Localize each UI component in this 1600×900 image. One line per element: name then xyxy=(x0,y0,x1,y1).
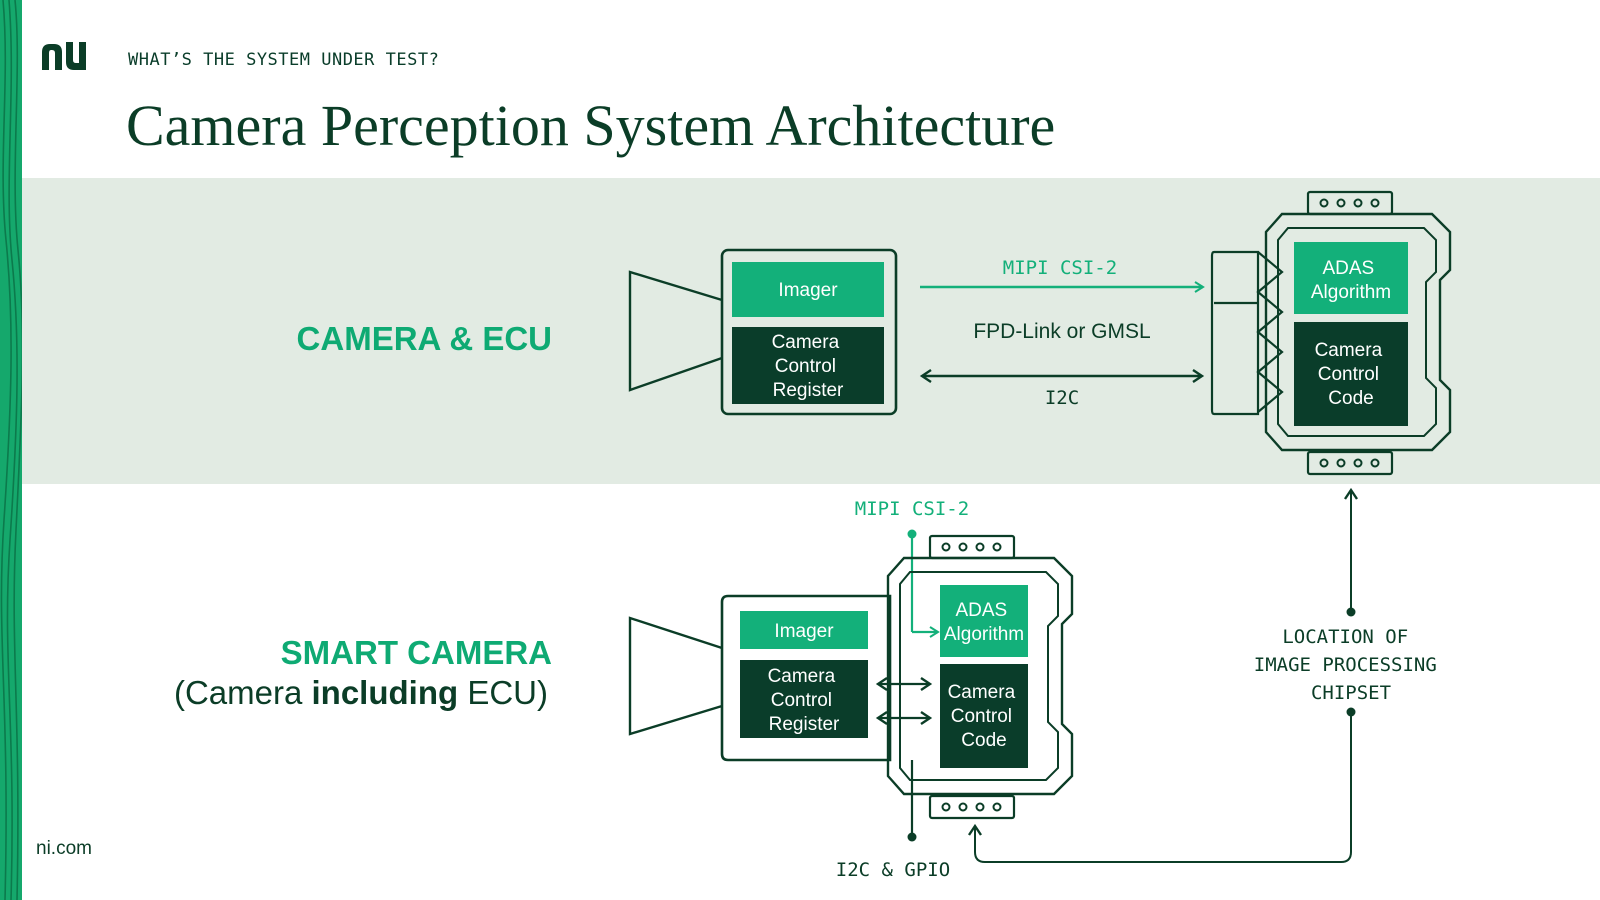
fpd-link-label: FPD-Link or GMSL xyxy=(973,320,1150,343)
smart-camera-body xyxy=(720,594,892,762)
smart-camera-lens xyxy=(628,616,723,736)
smart-imager-label: Imager xyxy=(774,621,834,642)
decorative-side-strip xyxy=(0,0,22,900)
camera-ecu-label: CAMERA & ECU xyxy=(296,320,552,357)
smart-control-code-box xyxy=(940,664,1028,768)
i2c-gpio-dot xyxy=(907,832,917,842)
top-ecu-group: ADAS Algorithm Camera Control Code xyxy=(1210,190,1452,476)
smart-control-code-label: Camera Control Code xyxy=(948,682,1021,751)
i2c-link-label: I2C xyxy=(1045,387,1079,409)
adas-box xyxy=(1294,242,1408,314)
ecu-outer-housing xyxy=(1264,212,1452,452)
ecu-side-connector xyxy=(1210,250,1260,416)
control-code-label: Camera Control Code xyxy=(1315,340,1388,409)
smart-ecu-outer-housing xyxy=(886,556,1074,796)
ecu-bottom-connector xyxy=(1306,450,1394,476)
smart-adas-box xyxy=(940,585,1028,657)
camera-lens-shape xyxy=(628,270,723,392)
i2c-gpio-label: I2C & GPIO xyxy=(836,859,950,881)
section-kicker: WHAT’S THE SYSTEM UNDER TEST? xyxy=(128,50,440,70)
page-title: Camera Perception System Architecture xyxy=(126,93,1056,158)
smart-ecu-bottom-connector xyxy=(928,794,1016,820)
imager-box xyxy=(732,262,884,317)
camera-body xyxy=(720,248,898,416)
top-camera-group: Imager Camera Control Register xyxy=(628,248,898,416)
ni-logo xyxy=(42,42,86,70)
smart-adas-label: ADAS Algorithm xyxy=(944,600,1024,645)
smart-ecu-inner-housing xyxy=(899,571,1059,781)
location-arrow-down xyxy=(968,712,1352,863)
smart-ecu-group: ADAS Algorithm Camera Control Code xyxy=(886,534,1074,820)
smart-imager-box xyxy=(740,611,868,649)
smart-camera-group: Imager Camera Control Register xyxy=(628,594,892,762)
smart-camera-sublabel: (Camera including ECU) xyxy=(173,674,548,711)
smart-mipi-label: MIPI CSI-2 xyxy=(855,498,969,520)
adas-label: ADAS Algorithm xyxy=(1311,258,1391,303)
mipi-link-label: MIPI CSI-2 xyxy=(1003,257,1117,279)
register-label: Camera Control Register xyxy=(772,332,845,401)
footer-site[interactable]: ni.com xyxy=(36,838,92,859)
imager-label: Imager xyxy=(778,280,838,301)
smart-register-label: Camera Control Register xyxy=(768,666,841,735)
ecu-inner-housing xyxy=(1277,227,1437,437)
register-box xyxy=(732,327,884,404)
smart-register-box xyxy=(740,660,868,738)
smart-camera-label: SMART CAMERA xyxy=(280,634,552,671)
control-code-box xyxy=(1294,322,1408,426)
location-note: LOCATION OF IMAGE PROCESSING CHIPSET xyxy=(1254,626,1448,704)
